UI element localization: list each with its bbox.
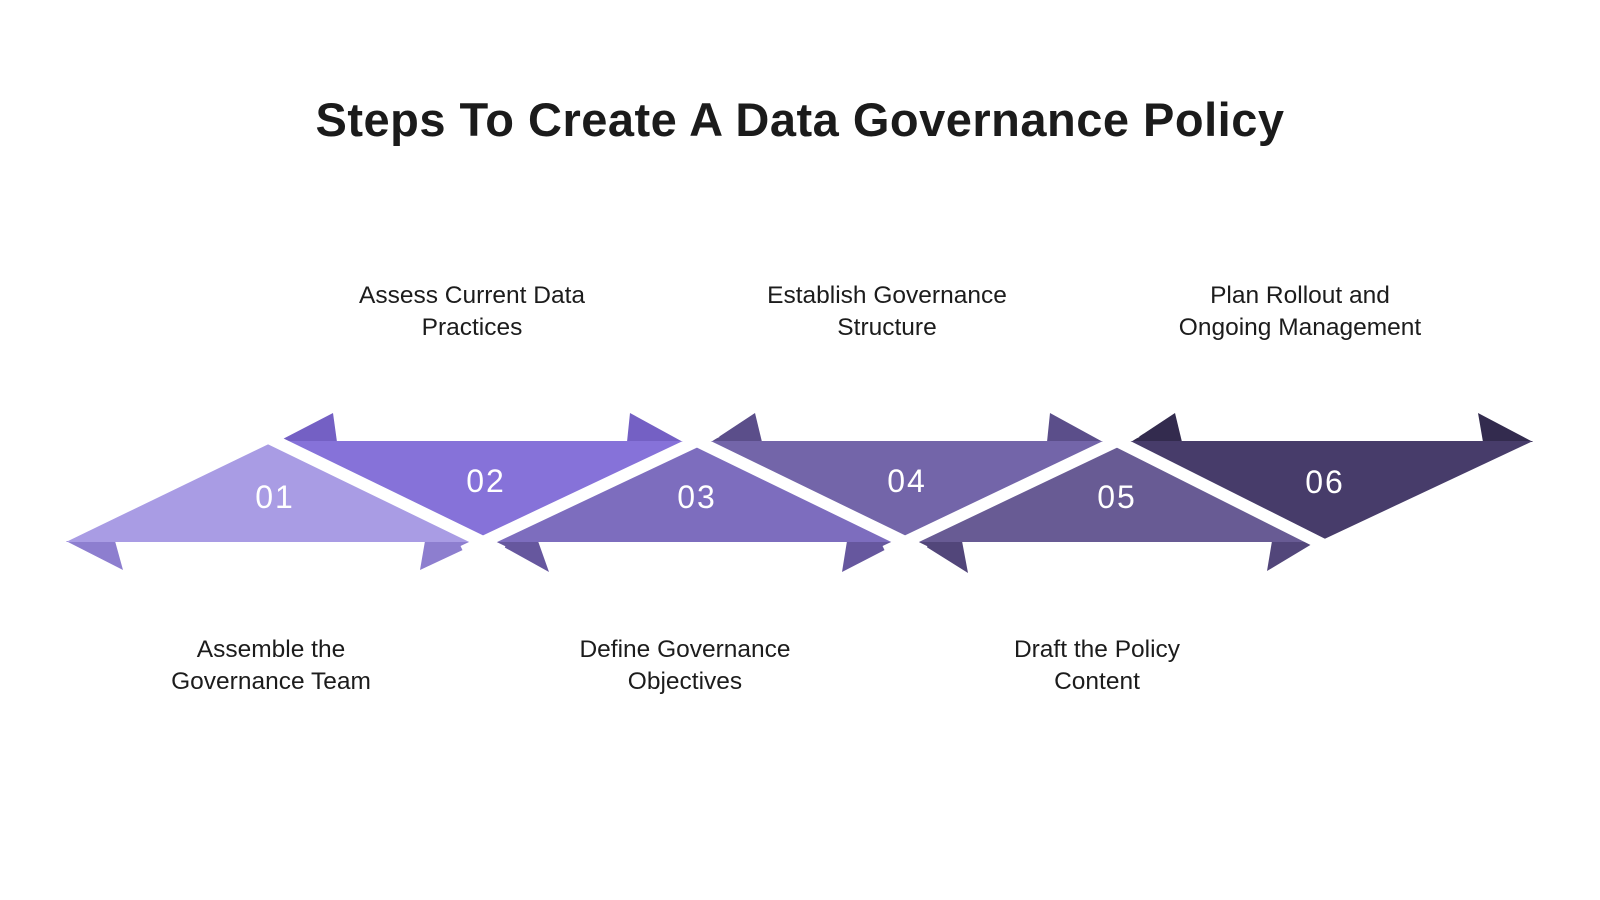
step-01-segment <box>66 441 483 542</box>
step-05-number: 05 <box>1097 479 1137 515</box>
step-06-label-line-1: Plan Rollout and <box>1210 282 1390 309</box>
fold-tail-10 <box>1131 413 1182 442</box>
step-04-number: 04 <box>887 463 927 499</box>
step-01-label-line-1: Assemble the <box>197 636 345 663</box>
step-02-label-line-2: Practices <box>422 314 523 341</box>
fold-tail-4 <box>493 541 549 572</box>
step-01-label-line-2: Governance Team <box>171 668 371 695</box>
step-06-label-line-2: Ongoing Management <box>1179 314 1422 341</box>
step-03-label-line-2: Objectives <box>628 668 742 695</box>
step-05-label-line-1: Draft the Policy <box>1014 636 1181 663</box>
fold-tail-5 <box>627 413 683 442</box>
step-02-label-line-1: Assess Current Data <box>359 282 585 309</box>
fold-tail-11 <box>1267 541 1317 571</box>
step-04-label-line-1: Establish Governance <box>767 282 1007 309</box>
step-04-segment <box>697 441 1117 542</box>
fold-tail-2 <box>277 413 337 442</box>
gap-divider-4 <box>882 426 1140 557</box>
step-01-number: 01 <box>255 479 295 515</box>
gap-divider-2 <box>460 426 720 557</box>
step-06-segment <box>1117 441 1533 542</box>
fold-tail-6 <box>711 413 762 442</box>
step-05-segment <box>905 441 1318 542</box>
step-05-label-line-2: Content <box>1054 668 1140 695</box>
page-title: Steps To Create A Data Governance Policy <box>315 93 1285 146</box>
fold-tail-8 <box>917 541 968 573</box>
fold-tail-12 <box>1478 413 1533 442</box>
step-04-label-line-2: Structure <box>837 314 936 341</box>
gap-divider-1 <box>252 425 506 558</box>
fold-tail-1 <box>66 541 123 570</box>
step-03-segment <box>483 441 905 542</box>
step-03-number: 03 <box>677 479 717 515</box>
step-02-segment <box>275 441 697 542</box>
step-03-label-line-1: Define Governance <box>579 636 790 663</box>
step-02-number: 02 <box>466 463 506 499</box>
gap-divider-3 <box>674 425 928 558</box>
step-06-number: 06 <box>1305 464 1345 500</box>
fold-tail-9 <box>1047 413 1103 442</box>
gap-divider-5 <box>1094 425 1341 558</box>
